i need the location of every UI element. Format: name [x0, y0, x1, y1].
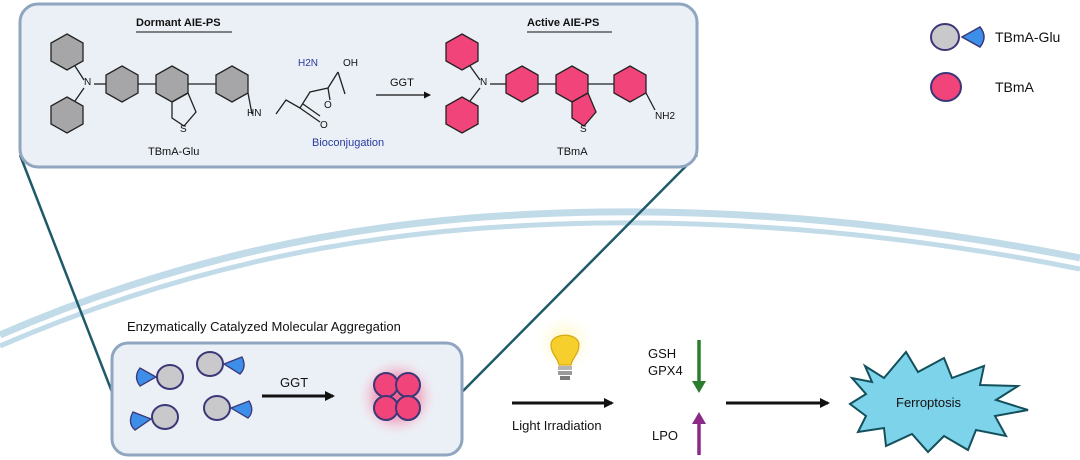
atom-nh2: NH2 — [655, 111, 676, 122]
light-irradiation-label: Light Irradiation — [512, 418, 602, 433]
dormant-molecule-name: TBmA-Glu — [148, 146, 200, 158]
legend-glu-symbol — [930, 23, 985, 51]
dormant-title: Dormant AIE-PS — [136, 17, 221, 29]
active-title: Active AIE-PS — [527, 17, 600, 29]
gsh-down-arrowhead — [692, 381, 706, 393]
legend-glu-label: TBmA-Glu — [995, 29, 1061, 45]
lpo-label: LPO — [652, 428, 679, 443]
aggregation-enzyme-label: GGT — [280, 375, 309, 390]
atom-o-amide: O — [320, 120, 328, 131]
tbma-structure — [445, 33, 656, 134]
reaction-enzyme-label: GGT — [390, 77, 414, 89]
glu-monomer — [135, 364, 184, 390]
active-molecule-name: TBmA — [557, 146, 588, 158]
tbma-aggregate — [373, 372, 421, 421]
atom-s: S — [180, 124, 187, 135]
glu-monomer — [203, 395, 253, 421]
legend-tbma-label: TBmA — [995, 79, 1034, 95]
atom-hn: HN — [247, 108, 262, 119]
atom-o-acid: O — [324, 100, 332, 111]
aggregation-title: Enzymatically Catalyzed Molecular Aggreg… — [127, 319, 401, 334]
aggregate-glow — [355, 355, 439, 439]
atom-h2n: H2N — [298, 58, 319, 69]
lpo-up-arrowhead — [692, 412, 706, 424]
legend-tbma-symbol — [930, 72, 962, 102]
atom-oh: OH — [343, 58, 358, 69]
ferroptosis-label: Ferroptosis — [896, 395, 962, 410]
light-bulb-icon — [550, 334, 580, 380]
gpx4-label: GPX4 — [648, 363, 683, 378]
gsh-label: GSH — [648, 346, 677, 361]
zoom-line-left — [18, 154, 114, 393]
atom-n: N — [84, 77, 92, 88]
glu-monomer — [129, 404, 179, 431]
tbma-glu-structure — [50, 33, 346, 134]
ferroptosis-burst — [848, 350, 1029, 454]
glu-monomer — [196, 351, 245, 377]
cell-membrane-outer — [0, 208, 1080, 339]
atom-n-active: N — [480, 77, 488, 88]
bioconjugation-label: Bioconjugation — [312, 137, 385, 149]
cell-membrane-inner — [0, 220, 1080, 349]
molecule-panel — [18, 2, 699, 169]
zoom-line-right — [461, 154, 698, 393]
atom-s-active: S — [580, 124, 587, 135]
